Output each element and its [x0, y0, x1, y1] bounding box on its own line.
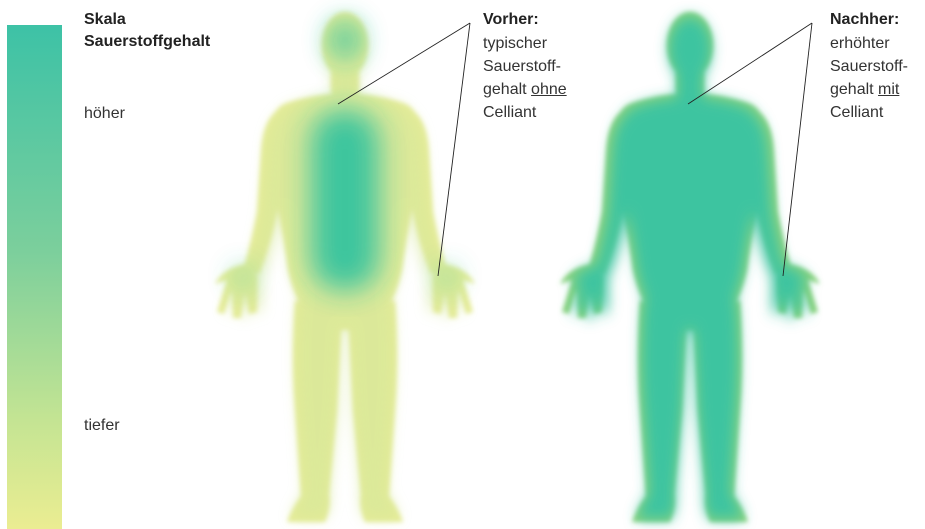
after-heading: Nachher: [830, 10, 899, 30]
after-line3: gehalt mit [830, 80, 899, 100]
before-line3-emphasis: ohne [531, 81, 567, 98]
before-line4: Celliant [483, 103, 536, 123]
after-line4: Celliant [830, 103, 883, 123]
before-line2: Sauerstoff- [483, 57, 561, 77]
before-line3-prefix: gehalt [483, 81, 531, 98]
before-body-figure [215, 12, 475, 522]
after-leader-hand [783, 23, 812, 276]
before-heading: Vorher: [483, 10, 539, 30]
after-line3-prefix: gehalt [830, 81, 878, 98]
after-line3-emphasis: mit [878, 81, 899, 98]
after-line1: erhöhter [830, 34, 890, 54]
before-line3: gehalt ohne [483, 80, 567, 100]
before-leader-hand [438, 23, 470, 276]
after-body-figure [560, 12, 820, 522]
before-line1: typischer [483, 34, 547, 54]
after-line2: Sauerstoff- [830, 57, 908, 77]
